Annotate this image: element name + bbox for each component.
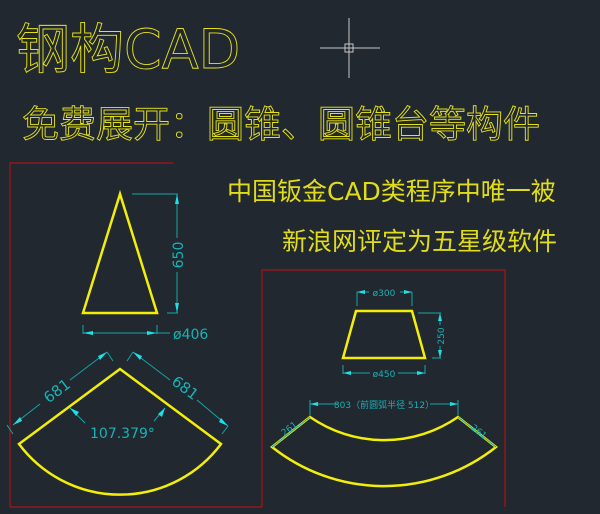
subtitle-text: 免费展开：圆锥、圆锥台等构件 <box>22 103 540 146</box>
side-left-label: 261 <box>280 420 300 438</box>
cone-diameter-dimension: ø406 <box>82 325 208 343</box>
title-text: 钢构CAD <box>16 18 240 81</box>
frustum-profile[interactable] <box>341 309 427 360</box>
cone-development-sector[interactable] <box>17 367 223 496</box>
frustum-dimensions: ø300 250 ø450 <box>342 289 447 380</box>
frustum-bottom-diameter-label: ø450 <box>373 370 396 380</box>
slant-left-label: 681 <box>40 375 74 407</box>
cone-height-dimension: 650 <box>132 193 187 314</box>
promo-line-1: 中国钣金CAD类程序中唯一被 <box>227 177 556 206</box>
angle-label: 107.379° <box>90 426 155 442</box>
cone-diameter-label: ø406 <box>173 327 208 343</box>
left-frame <box>9 162 262 508</box>
frustum-height-label: 250 <box>437 327 447 344</box>
frustum-chord-label: 803（前圆弧半径 512） <box>334 399 434 411</box>
promo-line-2: 新浪网评定为五星级软件 <box>282 227 557 256</box>
right-frame <box>261 269 506 507</box>
slant-right-label: 681 <box>168 372 202 404</box>
frustum-top-diameter-label: ø300 <box>373 289 396 299</box>
cone-profile[interactable] <box>81 189 159 315</box>
frustum-development-arc[interactable] <box>269 415 499 488</box>
crosshair-icon <box>320 18 380 78</box>
cone-height-label: 650 <box>171 242 187 269</box>
